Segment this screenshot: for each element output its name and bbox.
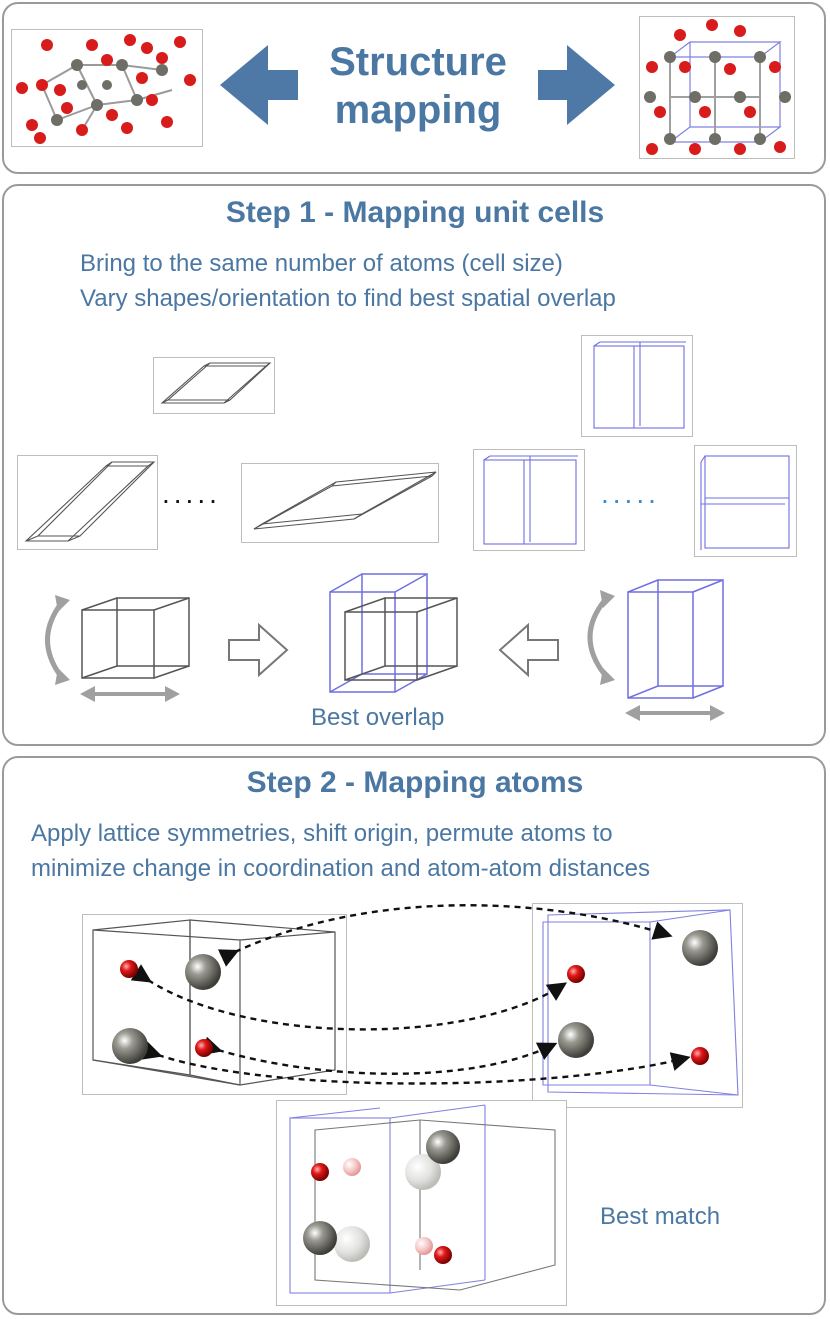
right-crystal-thumbnail (639, 16, 795, 159)
step1-title: Step 1 - Mapping unit cells (225, 196, 605, 229)
best-match-thumbnail (276, 1100, 567, 1306)
gray-cell-flat-shape (253, 471, 437, 530)
blue-cell-right (694, 445, 797, 557)
best-overlap-label: Best overlap (311, 704, 445, 731)
blue-cell-top-shape (593, 341, 686, 429)
gray-cell-tall (17, 455, 158, 550)
step2-description-line1: Apply lattice symmetries, shift origin, … (31, 820, 613, 847)
step1-description-line2: Vary shapes/orientation to find best spa… (80, 285, 616, 312)
blue-cell-right-shape (700, 455, 790, 550)
blue-atom-cell-thumbnail (532, 903, 743, 1108)
title-line-1: Structure (329, 40, 507, 84)
step2-title: Step 2 - Mapping atoms (246, 766, 584, 799)
left-crystal-thumbnail (11, 29, 203, 147)
dots-right: ..... (601, 478, 660, 509)
gray-cell-flat (241, 463, 439, 543)
header-arrows (220, 45, 615, 125)
left-arrow-icon (220, 45, 298, 125)
step2-description-line2: minimize change in coordination and atom… (31, 855, 650, 882)
gray-atom-cell-thumbnail (82, 914, 347, 1095)
left-crystal-structure (16, 34, 196, 144)
blue-cell-mid (473, 449, 585, 551)
structure-mapping-title: Structure mapping (300, 38, 536, 134)
dots-left: ..... (162, 478, 221, 509)
step1-description-line1: Bring to the same number of atoms (cell … (80, 250, 563, 277)
gray-cell-small-shape (160, 362, 272, 404)
best-match-label: Best match (600, 1203, 721, 1230)
right-crystal-structure (644, 19, 791, 155)
gray-cell-small (153, 357, 275, 414)
blue-cell-top (581, 335, 693, 437)
gray-cell-tall-shape (24, 461, 156, 542)
blue-cell-mid-shape (483, 455, 578, 545)
right-arrow-icon (538, 45, 615, 125)
title-line-2: mapping (334, 88, 502, 132)
